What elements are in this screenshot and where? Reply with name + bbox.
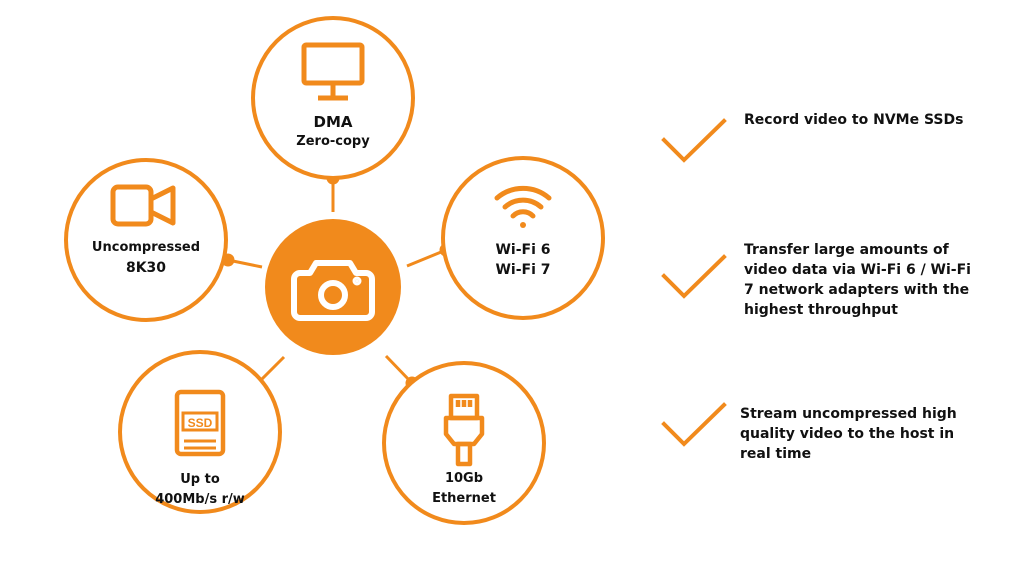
checkmark-icon bbox=[661, 254, 727, 299]
node-wifi-line2: Wi-Fi 7 bbox=[495, 262, 551, 278]
ssd-icon bbox=[174, 389, 226, 457]
wifi-icon bbox=[494, 185, 552, 228]
benefit-record: Record video to NVMe SSDs bbox=[744, 112, 964, 128]
ethernet-plug-icon bbox=[443, 393, 485, 467]
node-ethernet-line2: Ethernet bbox=[432, 491, 496, 506]
benefit-transfer: Transfer large amounts of video data via… bbox=[744, 242, 971, 318]
node-uncompressed-line2: 8K30 bbox=[125, 260, 167, 276]
node-ethernet-label: 10Gb Ethernet bbox=[389, 469, 539, 509]
camera-icon bbox=[291, 260, 375, 321]
connector-wifi bbox=[406, 248, 447, 268]
node-ssd-line2: 400Mb/s r/w bbox=[155, 492, 245, 507]
node-dma-line2: Zero-copy bbox=[296, 134, 370, 149]
node-dma-label: DMA Zero-copy bbox=[258, 112, 408, 152]
node-wifi-line1: Wi-Fi 6 bbox=[495, 242, 551, 258]
benefit-stream: Stream uncompressed high quality video t… bbox=[740, 406, 957, 462]
node-circle-ssd bbox=[118, 350, 282, 514]
node-uncompressed-label: Uncompressed 8K30 bbox=[71, 238, 221, 278]
node-dma-line1: DMA bbox=[313, 113, 353, 131]
checkmark-icon bbox=[661, 402, 727, 447]
video-camera-icon bbox=[110, 184, 176, 227]
node-wifi-label: Wi-Fi 6 Wi-Fi 7 bbox=[448, 240, 598, 280]
ssd-icon-label: SSD bbox=[188, 416, 213, 430]
node-circle-wifi bbox=[441, 156, 605, 320]
node-circle-uncompressed bbox=[64, 158, 228, 322]
node-ssd-line1: Up to bbox=[180, 472, 220, 487]
monitor-icon bbox=[301, 42, 365, 101]
center-circle bbox=[265, 219, 401, 355]
node-ssd-label: Up to 400Mb/s r/w bbox=[125, 470, 275, 510]
node-ethernet-line1: 10Gb bbox=[444, 471, 484, 486]
checkmark-icon bbox=[661, 118, 727, 163]
node-uncompressed-line1: Uncompressed bbox=[91, 240, 201, 255]
